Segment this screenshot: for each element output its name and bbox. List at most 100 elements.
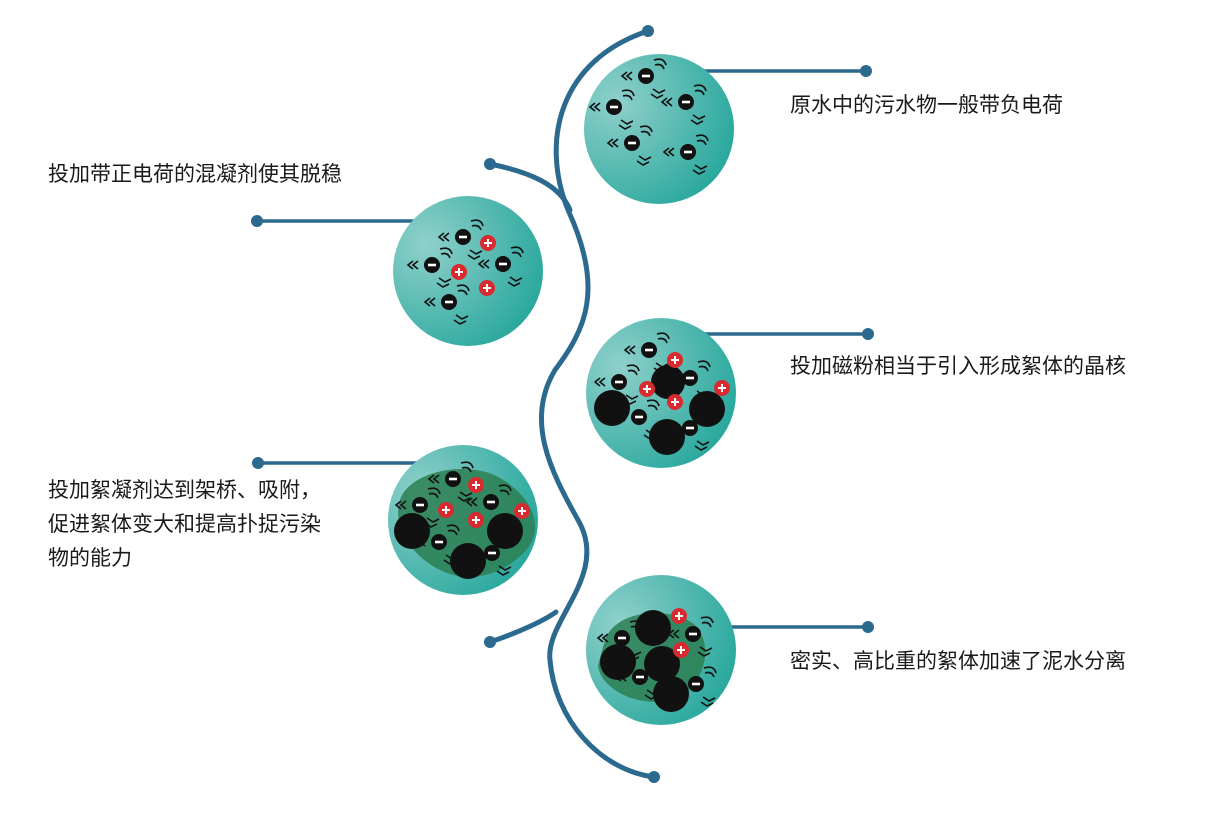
motion-mark (498, 484, 512, 496)
minus-sign (636, 675, 644, 679)
magnetic-particle (635, 610, 671, 646)
motion-mark (647, 659, 661, 671)
positive-charge-icon (673, 642, 689, 658)
motion-mark (423, 297, 436, 307)
motion-mark (606, 138, 619, 148)
negative-charge-icon (437, 219, 484, 260)
motion-mark (510, 246, 524, 258)
motion-mark (457, 491, 473, 502)
motion-mark (697, 360, 711, 372)
motion-mark (470, 219, 484, 231)
motion-mark (646, 399, 660, 411)
negative-charge-icon (588, 89, 635, 130)
motion-mark (453, 314, 469, 325)
minus-sign (610, 105, 618, 109)
negative-charge-icon (466, 535, 513, 576)
leader-dot (862, 621, 874, 633)
motion-mark (499, 535, 513, 547)
minus-sign (449, 477, 457, 481)
plus-sign (671, 398, 679, 406)
label-line: 促进絮体变大和提高扑捉污染 (48, 512, 321, 536)
minus-sign (642, 74, 650, 78)
motion-mark (700, 616, 714, 628)
motion-mark (466, 548, 479, 558)
motion-mark (697, 410, 711, 422)
motion-mark (694, 440, 710, 451)
negative-charge-icon (614, 659, 661, 700)
negative-charge-icon (606, 125, 653, 166)
motion-mark (427, 487, 441, 499)
particle-group (593, 332, 730, 455)
positive-charge-icon (671, 608, 687, 624)
negative-charge-icon (593, 364, 640, 405)
minus-sign (445, 300, 453, 304)
positive-charge-icon (438, 502, 454, 518)
motion-mark (664, 423, 677, 433)
plus-sign (483, 284, 491, 292)
motion-mark (623, 345, 636, 355)
motion-mark (465, 497, 478, 507)
negative-charge-icon (664, 410, 711, 451)
disc-magnetic-powder (586, 318, 736, 468)
negative-charge-icon (413, 524, 460, 565)
motion-mark (621, 89, 635, 101)
negative-charge-icon (670, 666, 717, 707)
label-raw-water: 原水中的污水物一般带负电荷 (790, 88, 1063, 122)
motion-mark (437, 232, 450, 242)
particle-group (588, 58, 709, 175)
minus-sign (645, 348, 653, 352)
positive-charge-icon (468, 477, 484, 493)
motion-mark (439, 247, 453, 259)
positive-charge-icon (480, 235, 496, 251)
minus-sign (488, 551, 496, 555)
motion-mark (660, 97, 673, 107)
plus-sign (472, 516, 480, 524)
particle-group (596, 608, 717, 712)
magnetic-particle (600, 644, 636, 680)
motion-mark (620, 71, 633, 81)
motion-mark (427, 474, 440, 484)
particle-group (406, 219, 524, 325)
minus-sign (487, 500, 495, 504)
magnetic-particle (653, 676, 689, 712)
motion-mark (406, 260, 419, 270)
minus-sign (628, 141, 636, 145)
stem-end-dot (642, 25, 654, 37)
label-line: 密实、高比重的絮体加速了泥水分离 (790, 649, 1126, 673)
magnetic-particle (394, 513, 430, 549)
negative-charge-icon (394, 487, 441, 528)
plus-sign (518, 507, 526, 515)
negative-charge-icon (465, 484, 512, 525)
positive-charge-icon (667, 394, 683, 410)
motion-mark (596, 633, 609, 643)
minus-sign (615, 380, 623, 384)
motion-mark (424, 517, 440, 528)
stem-main-curve (539, 28, 657, 780)
stem-branch-lower (487, 609, 559, 645)
motion-mark (650, 88, 666, 99)
motion-mark (664, 373, 677, 383)
plus-sign (718, 384, 726, 392)
motion-mark (456, 284, 470, 296)
minus-sign (416, 503, 424, 507)
plus-sign (455, 268, 463, 276)
magnetic-particle (651, 365, 685, 399)
motion-mark (656, 332, 670, 344)
motion-mark (588, 102, 601, 112)
motion-mark (667, 629, 680, 639)
minus-sign (686, 426, 694, 430)
label-separation: 密实、高比重的絮体加速了泥水分离 (790, 644, 1126, 678)
disc-background (584, 54, 734, 204)
positive-charge-icon (468, 512, 484, 528)
negative-charge-icon (660, 84, 707, 125)
magnetic-particle (649, 419, 685, 455)
leader-dot (252, 457, 264, 469)
stem (487, 28, 657, 780)
disc-background (393, 196, 543, 346)
stem-branch-upper (487, 161, 573, 213)
negative-charge-icon (427, 461, 474, 502)
plus-sign (671, 356, 679, 364)
motion-mark (670, 679, 683, 689)
minus-sign (499, 262, 507, 266)
plus-sign (643, 385, 651, 393)
